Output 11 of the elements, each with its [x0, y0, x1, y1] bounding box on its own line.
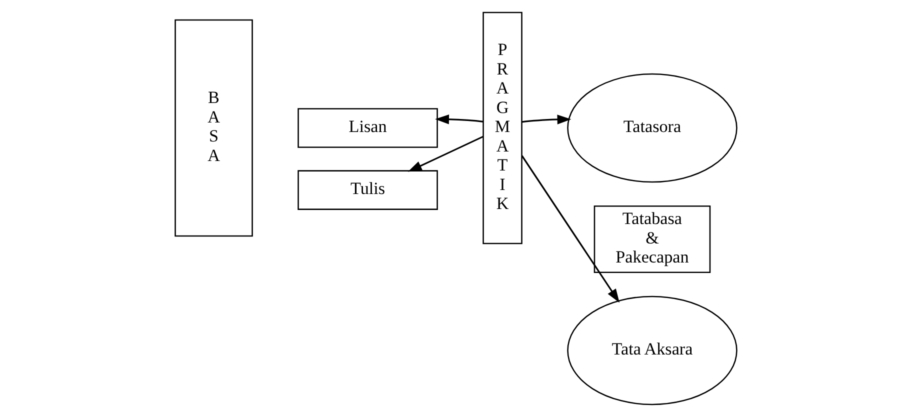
node-ellipse: Tata Aksara	[566, 296, 737, 406]
node-box: Tatabasa & Pakecapan	[593, 205, 710, 274]
arrow	[520, 155, 620, 303]
node-ellipse: Tatasora	[566, 73, 737, 183]
arrow	[407, 136, 483, 172]
node-box: P R A G M A T I K	[482, 12, 522, 244]
node-box: B A S A	[174, 19, 252, 237]
node-box: Lisan	[297, 108, 438, 148]
arrow	[521, 114, 571, 124]
arrow	[434, 114, 483, 124]
node-box: Tulis	[297, 170, 438, 210]
